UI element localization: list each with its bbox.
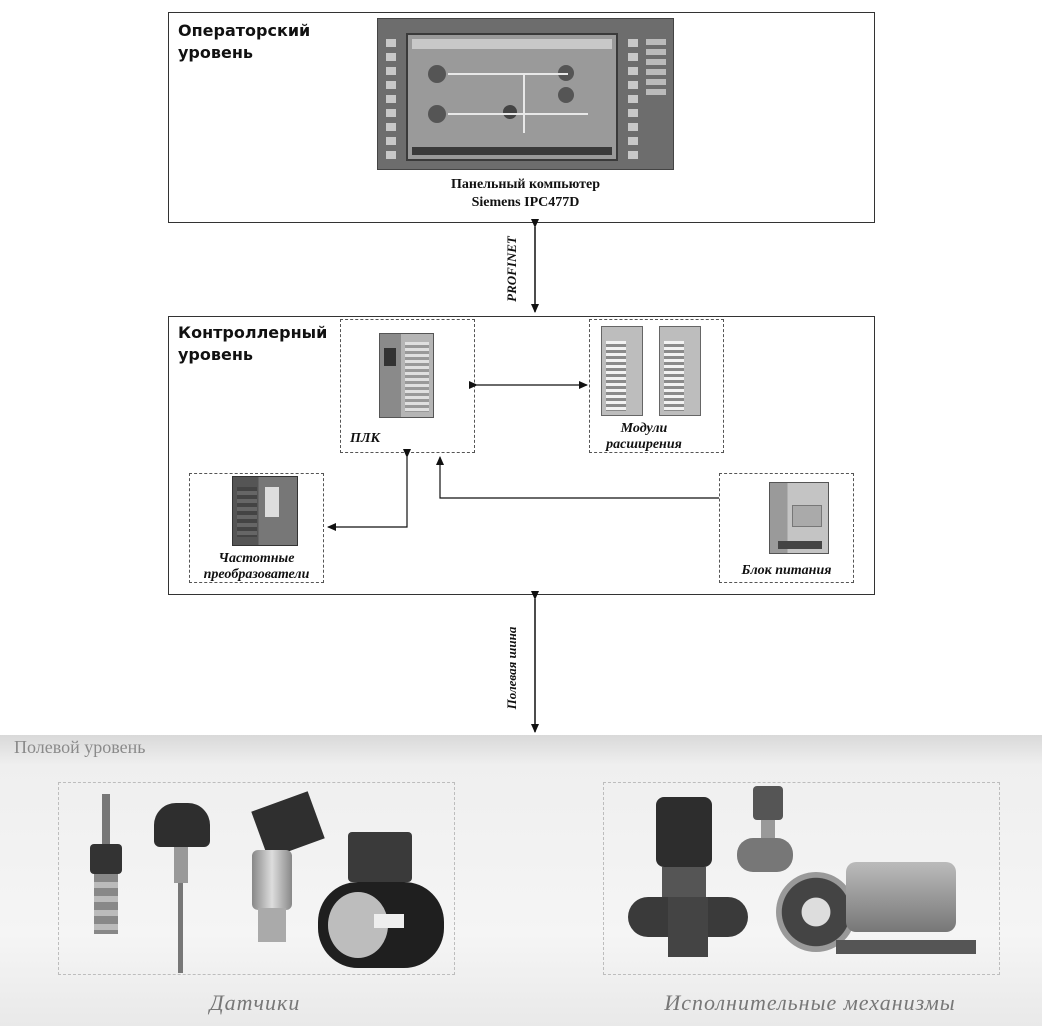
- sensors-label: Датчики: [140, 990, 370, 1016]
- psu-plc-link: [440, 457, 719, 498]
- temperature-sensor-image: [148, 803, 218, 978]
- profinet-label: PROFINET: [504, 229, 520, 309]
- actuators-label: Исполнительные механизмы: [620, 990, 1000, 1016]
- inline-pump-image: [628, 797, 748, 967]
- fieldbus-label: Полевая шина: [504, 618, 520, 718]
- centrifugal-pump-image: [776, 852, 976, 970]
- flow-meter-image: [318, 832, 444, 972]
- plc-vfd-link: [328, 457, 407, 527]
- level-sensor-image: [86, 794, 126, 944]
- field-level-title: Полевой уровень: [14, 737, 145, 758]
- pressure-sensor-image: [238, 800, 328, 948]
